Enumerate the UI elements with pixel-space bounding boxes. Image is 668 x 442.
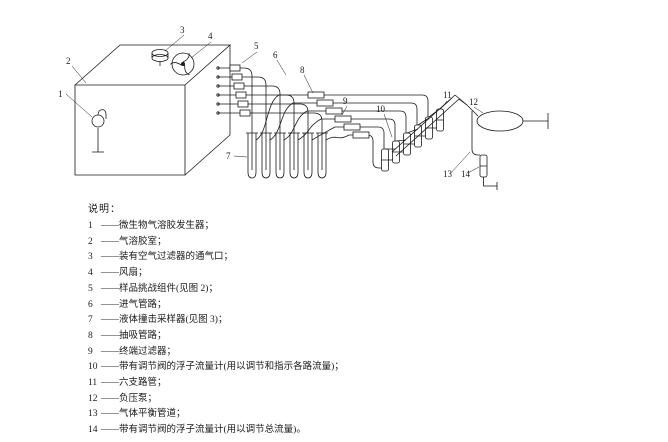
legend-item-label: 气溶胶室； [119, 236, 167, 247]
legend-item: 10——带有调节阀的浮子流量计(用以调节和指示各路流量)； [88, 360, 648, 376]
sample-challenge-assemblies [229, 64, 251, 117]
legend-item-number: 3 [88, 252, 93, 263]
legend-item: 1 ——微生物气溶胶发生器； [88, 219, 648, 235]
callout-5: 5 [254, 41, 259, 51]
legend-item: 5 ——样品挑战组件(见图 2)； [88, 282, 648, 298]
legend-item-label: 进气管路； [119, 299, 167, 310]
legend-item-label: 液体撞击采样器(见图 3)； [119, 315, 228, 326]
legend-item-label: 终端过滤器； [119, 346, 177, 357]
legend-dash: —— [101, 378, 119, 389]
legend-item: 11——六支路管； [88, 376, 648, 392]
balance-pipe [471, 111, 480, 156]
vacuum-pump [476, 110, 549, 132]
aerosol-chamber [74, 44, 232, 176]
legend-item: 14——带有调节阀的浮子流量计(用以调节总流量)。 [88, 423, 648, 439]
callout-10: 10 [376, 104, 386, 114]
callout-9: 9 [343, 96, 348, 106]
impingers [246, 132, 328, 179]
air-vent [151, 49, 169, 66]
callout-6: 6 [273, 50, 278, 60]
legend-dash: —— [101, 221, 119, 231]
legend-item-number: 8 [88, 330, 93, 341]
legend-item: 2 ——气溶胶室； [88, 235, 648, 251]
legend-item: 9 ——终端过滤器； [88, 345, 648, 361]
legend-item-number: 12 [88, 393, 98, 404]
callout-4: 4 [208, 31, 213, 41]
legend-dash: —— [101, 393, 119, 404]
apparatus-diagram: 1 2 3 4 5 6 7 8 9 10 11 12 13 14 [58, 25, 549, 190]
legend-item-label: 气体平衡管道； [119, 409, 186, 420]
callout-8: 8 [300, 65, 305, 75]
legend-item-number: 14 [88, 425, 98, 436]
legend-item-label: 带有调节阀的浮子流量计(用以调节和指示各路流量)； [119, 362, 344, 373]
legend-dash: —— [101, 252, 119, 263]
legend-item-label: 样品挑战组件(见图 2)； [119, 283, 218, 294]
legend-item-number: 5 [88, 283, 93, 294]
legend-item-number: 1 [88, 221, 93, 231]
legend-dash: —— [101, 330, 119, 341]
legend-item-label: 六支路管； [119, 378, 167, 389]
legend-dash: —— [101, 425, 119, 436]
intake-tubes [216, 66, 323, 170]
fan-icon [170, 52, 195, 76]
callout-11: 11 [443, 90, 452, 100]
callout-leaders [65, 34, 484, 175]
legend-item: 3 ——装有空气过滤器的通气口； [88, 250, 648, 266]
callout-12: 12 [469, 97, 478, 107]
legend-item: 8 ——抽吸管路； [88, 329, 648, 345]
legend-item-number: 10 [88, 362, 98, 373]
legend-item-label: 装有空气过滤器的通气口； [119, 252, 234, 263]
legend-item-number: 4 [88, 268, 93, 279]
callout-7: 7 [226, 151, 231, 161]
callout-2: 2 [66, 56, 71, 66]
total-flow-rotameter [479, 154, 498, 190]
legend-item-label: 抽吸管路； [119, 330, 167, 341]
legend-dash: —— [101, 409, 119, 420]
legend-item-label: 微生物气溶胶发生器； [119, 221, 215, 231]
terminal-filters [307, 91, 370, 139]
legend-item: 4 ——风扇； [88, 266, 648, 282]
callout-13: 13 [443, 169, 453, 179]
callout-3: 3 [180, 25, 185, 35]
legend-item-number: 6 [88, 299, 93, 310]
legend-dash: —— [101, 283, 119, 294]
legend-item-number: 13 [88, 409, 98, 420]
callout-14: 14 [461, 169, 471, 179]
legend-item-number: 9 [88, 346, 93, 357]
legend-item-label: 带有调节阀的浮子流量计(用以调节总流量)。 [119, 425, 306, 436]
legend-dash: —— [101, 315, 119, 326]
legend-item-number: 7 [88, 315, 93, 326]
legend-dash: —— [101, 362, 119, 373]
legend-item: 6 ——进气管路； [88, 298, 648, 314]
legend-item: 13——气体平衡管道； [88, 407, 648, 423]
legend-item: 7 ——液体撞击采样器(见图 3)； [88, 313, 648, 329]
legend-item-number: 11 [88, 378, 98, 389]
apparatus-figure: 1 2 3 4 5 6 7 8 9 10 11 12 13 14 [0, 0, 668, 200]
callouts: 1 2 3 4 5 6 7 8 9 10 11 12 13 14 [58, 25, 478, 179]
legend-item-label: 风扇； [119, 268, 148, 279]
legend-dash: —— [101, 299, 119, 310]
callout-1: 1 [58, 89, 63, 99]
legend: 说明： 1——微生物气溶胶发生器； 2——气溶胶室； 3——装有空气过滤器的通气… [88, 200, 648, 439]
legend-dash: —— [101, 268, 119, 279]
legend-dash: —— [101, 346, 119, 357]
legend-title: 说明： [88, 204, 121, 215]
legend-dash: —— [101, 236, 119, 247]
legend-item-label: 负压泵； [119, 393, 158, 404]
legend-item-number: 2 [88, 236, 93, 247]
aerosol-generator [91, 109, 107, 153]
legend-item: 12——负压泵； [88, 392, 648, 408]
